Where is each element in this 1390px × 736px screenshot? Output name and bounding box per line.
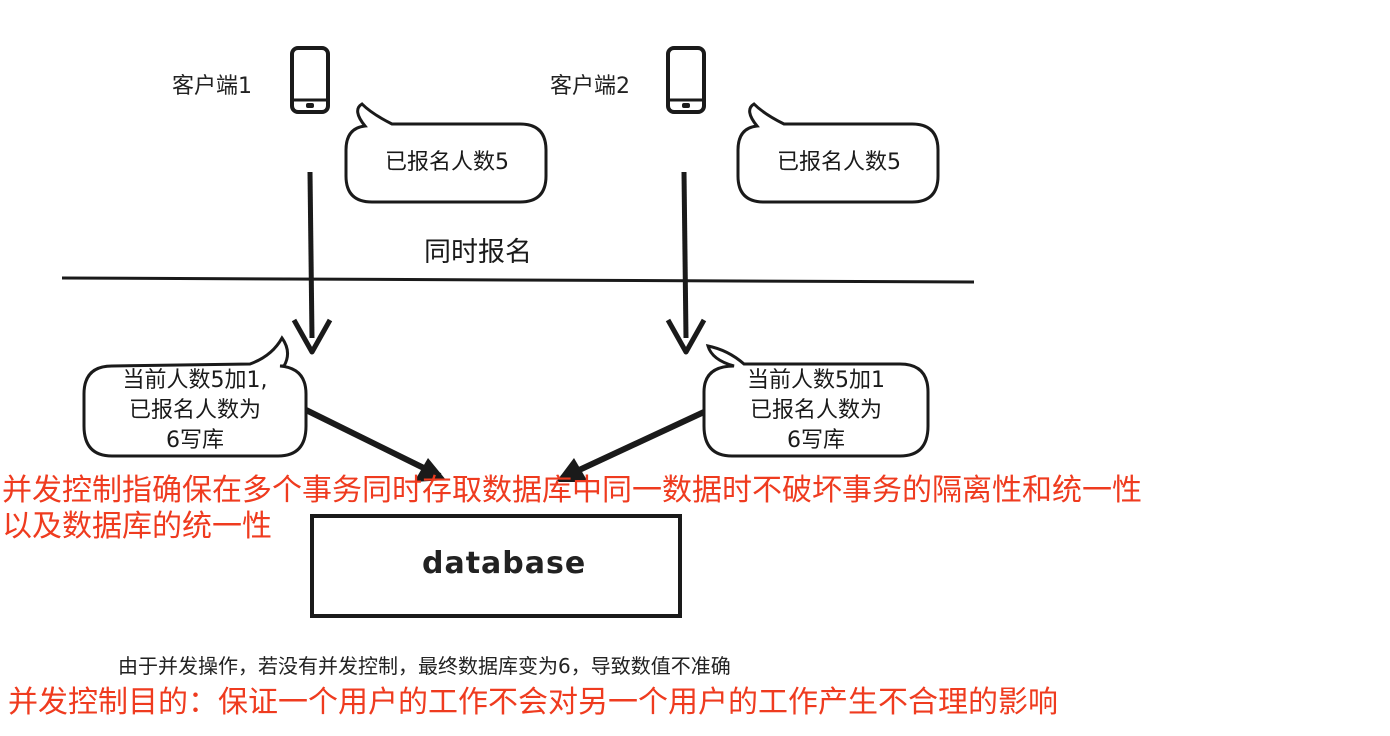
client-1-label: 客户端1 [172, 74, 252, 99]
simultaneous-label: 同时报名 [424, 237, 532, 268]
write-line: 当前人数5加1, [122, 368, 268, 393]
speech-bubble [344, 102, 548, 204]
phone-icon [666, 46, 706, 114]
definition-annotation-line2: 以及数据库的统一性 [2, 509, 272, 544]
divider-line [61, 276, 975, 284]
client-1-write-text: 当前人数5加1, 已报名人数为 6写库 [88, 366, 302, 456]
caption: 由于并发操作，若没有并发控制，最终数据库变为6，导致数值不准确 [118, 654, 731, 678]
speech-bubble [82, 335, 308, 458]
write-line: 已报名人数为 [749, 398, 882, 423]
definition-annotation-line1: 并发控制指确保在多个事务同时存取数据库中同一数据时不破坏事务的隔离性和统一性 [2, 473, 1142, 508]
arrow-down [665, 171, 707, 355]
purpose-annotation: 并发控制目的：保证一个用户的工作不会对另一个用户的工作产生不合理的影响 [8, 685, 1058, 720]
arrow-to-database [556, 409, 706, 482]
database-box [310, 514, 682, 618]
arrow-down [291, 171, 333, 355]
write-line: 6写库 [787, 428, 845, 453]
speech-bubble [736, 102, 940, 204]
phone-icon [290, 46, 330, 114]
client-2-write-text: 当前人数5加1 已报名人数为 6写库 [708, 366, 924, 456]
client-1-bubble-text: 已报名人数5 [385, 150, 509, 175]
client-2-bubble-text: 已报名人数5 [777, 150, 901, 175]
client-2-label: 客户端2 [550, 74, 630, 99]
write-line: 6写库 [166, 428, 224, 453]
arrow-to-database [304, 407, 446, 482]
write-line: 当前人数5加1 [747, 368, 885, 393]
write-line: 已报名人数为 [128, 398, 261, 423]
database-label: database [422, 546, 587, 581]
